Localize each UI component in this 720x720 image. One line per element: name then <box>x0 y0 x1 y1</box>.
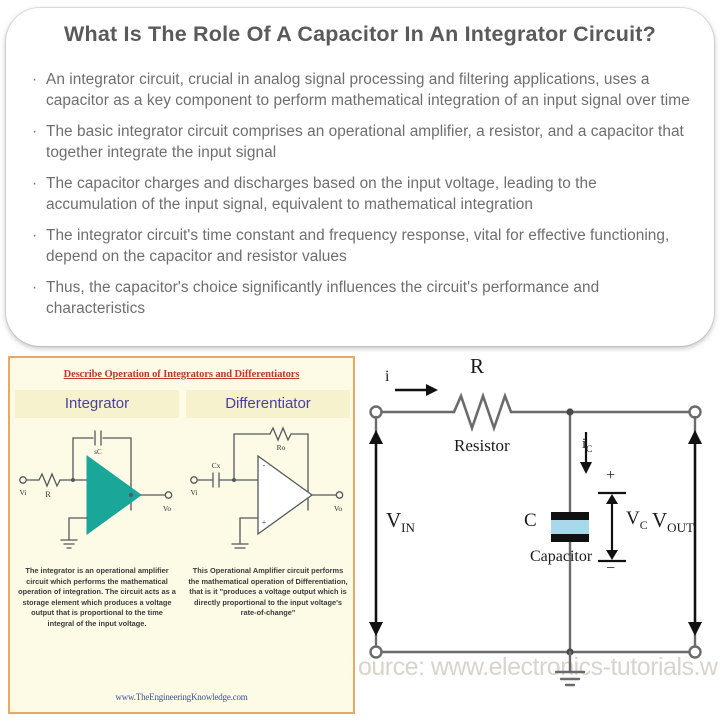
bullet-marker: · <box>32 227 38 244</box>
bullet-marker: · <box>32 175 38 192</box>
vout-label: VOUT <box>652 508 694 536</box>
vout-subscript: OUT <box>667 520 694 536</box>
integrator-differentiator-figure: Describe Operation of Integrators and Di… <box>8 356 355 714</box>
list-item: · Thus, the capacitor's choice significa… <box>32 278 692 319</box>
vin-arrow <box>369 430 383 636</box>
integrator-capacitor-label: sC <box>94 448 102 456</box>
list-item: · The integrator circuit's time constant… <box>32 226 692 267</box>
panel-header-integrator: Integrator <box>15 390 179 418</box>
figure-source-url: www.TheEngineeringKnowledge.com <box>115 692 248 702</box>
capacitor-voltage-label: VC <box>626 508 648 533</box>
bullet-marker: · <box>32 123 38 140</box>
noninverting-input-sign: + <box>262 518 267 527</box>
panel-differentiator: Differentiator <box>186 390 350 706</box>
differentiator-capacitor-label: Cx <box>212 461 221 470</box>
differentiator-schematic-svg: Cx Ro Vi Vo - + <box>190 426 344 549</box>
panel-header-differentiator: Differentiator <box>186 390 350 418</box>
integrator-circuit-diagram: R sC Vi Vo <box>15 418 179 558</box>
rc-watermark: ource: www.electronics-tutorials.w <box>358 653 718 681</box>
figure-title: Describe Operation of Integrators and Di… <box>63 369 300 380</box>
current-label-i: i <box>385 368 390 385</box>
capacitor-symbol-label: C <box>524 510 537 531</box>
list-item-text: The capacitor charges and discharges bas… <box>46 175 597 213</box>
list-item-text: The integrator circuit's time constant a… <box>46 227 670 265</box>
page-title: What Is The Role Of A Capacitor In An In… <box>64 22 656 46</box>
integrator-resistor-label: R <box>45 490 51 499</box>
vout-base: V <box>652 508 668 532</box>
vc-base: V <box>626 508 640 529</box>
current-arrow-ic <box>580 432 592 474</box>
capacitor-name-label: Capacitor <box>530 548 593 565</box>
ic-base: i <box>582 436 587 452</box>
resistor-name-label: Resistor <box>454 436 510 455</box>
differentiator-circuit-diagram: Cx Ro Vi Vo - + <box>186 418 350 558</box>
rc-circuit-figure: ource: www.electronics-tutorials.w <box>358 352 720 720</box>
list-item: · An integrator circuit, crucial in anal… <box>32 70 692 111</box>
current-arrow-i <box>395 384 438 396</box>
plus-sign-label: + <box>606 467 616 484</box>
bullet-list: · An integrator circuit, crucial in anal… <box>32 70 692 330</box>
capacitor-current-label: iC <box>582 436 592 455</box>
vin-subscript: IN <box>401 520 415 536</box>
resistor-symbol-label: R <box>470 354 485 378</box>
panel-integrator: Integrator <box>15 390 179 706</box>
capacitor-symbol <box>551 512 589 542</box>
bullet-marker: · <box>32 71 38 88</box>
capacitor-voltage-arrow <box>598 491 626 563</box>
minus-sign-label: − <box>606 560 616 577</box>
list-item-text: Thus, the capacitor's choice significant… <box>46 279 600 317</box>
info-card: What Is The Role Of A Capacitor In An In… <box>6 8 714 346</box>
list-item-text: The basic integrator circuit comprises a… <box>46 123 684 161</box>
ic-subscript: C <box>586 445 593 455</box>
panel-caption-differentiator: This Operational Amplifier circuit perfo… <box>188 566 348 618</box>
integrator-output-label: Vo <box>163 504 171 513</box>
vin-label: VIN <box>386 508 415 536</box>
integrator-input-label: Vi <box>19 488 26 497</box>
vc-subscript: C <box>639 518 648 532</box>
differentiator-output-label: Vo <box>334 504 342 513</box>
integrator-schematic-svg: R sC Vi Vo <box>19 430 173 549</box>
figures-area: Describe Operation of Integrators and Di… <box>0 352 720 720</box>
differentiator-input-label: Vi <box>190 488 197 497</box>
list-item: · The capacitor charges and discharges b… <box>32 174 692 215</box>
rc-circuit-svg <box>369 384 702 687</box>
panel-caption-integrator: The integrator is an operational amplifi… <box>18 566 176 628</box>
vout-arrow <box>688 430 702 636</box>
bullet-marker: · <box>32 279 38 296</box>
list-item: · The basic integrator circuit comprises… <box>32 122 692 163</box>
differentiator-resistor-label: Ro <box>277 443 286 452</box>
inverting-input-sign: - <box>263 461 266 470</box>
list-item-text: An integrator circuit, crucial in analog… <box>46 71 690 109</box>
vin-base: V <box>386 508 402 532</box>
